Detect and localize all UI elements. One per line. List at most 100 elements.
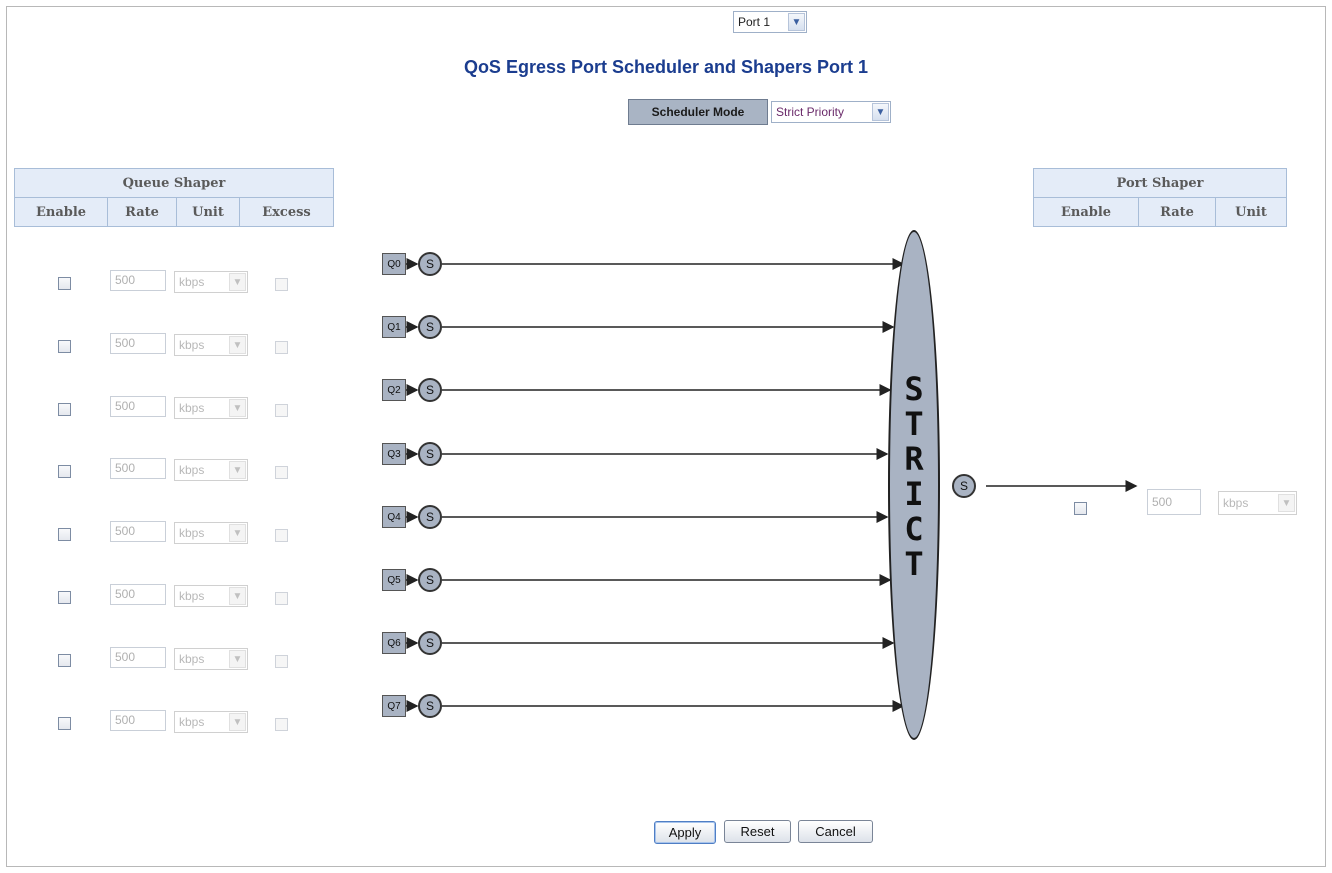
port-select-value: Port 1 (738, 15, 771, 29)
queue-rate-input[interactable]: 500 (110, 584, 166, 605)
chevron-down-icon: ▼ (229, 461, 246, 479)
queue-excess-checkbox[interactable] (275, 529, 288, 542)
queue-scheduler-circle: S (418, 315, 442, 339)
scheduler-mode-select[interactable]: Strict Priority ▼ (771, 101, 891, 123)
queue-enable-checkbox[interactable] (58, 340, 71, 353)
col-enable: Enable (14, 197, 108, 227)
queue-enable-checkbox[interactable] (58, 528, 71, 541)
queue-unit-value: kbps (179, 589, 205, 603)
port-select[interactable]: Port 1 ▼ (733, 11, 807, 33)
scheduler-mode-label: Scheduler Mode (628, 99, 768, 125)
queue-scheduler-circle: S (418, 505, 442, 529)
port-shaper-rate-input[interactable]: 500 (1147, 489, 1201, 515)
queue-label: Q2 (382, 379, 406, 401)
queue-scheduler-circle: S (418, 378, 442, 402)
col-rate: Rate (1138, 197, 1216, 227)
col-excess: Excess (239, 197, 334, 227)
queue-rate-input[interactable]: 500 (110, 333, 166, 354)
queue-shaper-table: Queue Shaper Enable Rate Unit Excess (14, 168, 334, 227)
queue-enable-checkbox[interactable] (58, 591, 71, 604)
queue-rate-input[interactable]: 500 (110, 270, 166, 291)
queue-shaper-header: Queue Shaper (14, 168, 334, 198)
queue-unit-value: kbps (179, 401, 205, 415)
queue-unit-value: kbps (179, 652, 205, 666)
queue-unit-value: kbps (179, 463, 205, 477)
queue-scheduler-circle: S (418, 442, 442, 466)
chevron-down-icon: ▼ (229, 524, 246, 542)
queue-unit-value: kbps (179, 275, 205, 289)
queue-scheduler-circle: S (418, 568, 442, 592)
queue-unit-select[interactable]: kbps ▼ (174, 459, 248, 481)
queue-excess-checkbox[interactable] (275, 466, 288, 479)
page-title: QoS Egress Port Scheduler and Shapers Po… (463, 57, 869, 77)
port-shaper-enable-checkbox[interactable] (1074, 502, 1087, 515)
queue-unit-value: kbps (179, 338, 205, 352)
chevron-down-icon: ▼ (1278, 494, 1295, 512)
queue-unit-value: kbps (179, 526, 205, 540)
apply-button[interactable]: Apply (654, 821, 716, 844)
queue-unit-select[interactable]: kbps ▼ (174, 522, 248, 544)
queue-excess-checkbox[interactable] (275, 278, 288, 291)
queue-label: Q1 (382, 316, 406, 338)
queue-rate-input[interactable]: 500 (110, 647, 166, 668)
chevron-down-icon: ▼ (229, 273, 246, 291)
scheduler-mode-value: Strict Priority (776, 105, 845, 119)
strict-letter: S (904, 370, 924, 408)
queue-label: Q6 (382, 632, 406, 654)
chevron-down-icon: ▼ (229, 399, 246, 417)
queue-label: Q4 (382, 506, 406, 528)
queue-scheduler-circle: S (418, 252, 442, 276)
queue-unit-select[interactable]: kbps ▼ (174, 334, 248, 356)
strict-letter: R (904, 440, 924, 478)
queue-enable-checkbox[interactable] (58, 654, 71, 667)
queue-excess-checkbox[interactable] (275, 655, 288, 668)
strict-letter: T (904, 405, 924, 443)
chevron-down-icon: ▼ (788, 13, 805, 31)
cancel-button[interactable]: Cancel (798, 820, 873, 843)
queue-excess-checkbox[interactable] (275, 718, 288, 731)
port-shaper-unit-select[interactable]: kbps ▼ (1218, 491, 1297, 515)
col-unit: Unit (176, 197, 240, 227)
queue-unit-select[interactable]: kbps ▼ (174, 397, 248, 419)
queue-label: Q5 (382, 569, 406, 591)
queue-unit-select[interactable]: kbps ▼ (174, 271, 248, 293)
chevron-down-icon: ▼ (229, 650, 246, 668)
queue-excess-checkbox[interactable] (275, 341, 288, 354)
queue-scheduler-circle: S (418, 631, 442, 655)
queue-rate-input[interactable]: 500 (110, 521, 166, 542)
queue-label: Q0 (382, 253, 406, 275)
queue-excess-checkbox[interactable] (275, 592, 288, 605)
queue-enable-checkbox[interactable] (58, 403, 71, 416)
col-unit: Unit (1215, 197, 1287, 227)
queue-label: Q3 (382, 443, 406, 465)
strict-scheduler-ellipse (888, 230, 940, 740)
reset-button[interactable]: Reset (724, 820, 791, 843)
queue-unit-select[interactable]: kbps ▼ (174, 711, 248, 733)
queue-enable-checkbox[interactable] (58, 717, 71, 730)
queue-unit-select[interactable]: kbps ▼ (174, 648, 248, 670)
queue-rate-input[interactable]: 500 (110, 458, 166, 479)
queue-excess-checkbox[interactable] (275, 404, 288, 417)
strict-letter: C (904, 510, 924, 548)
chevron-down-icon: ▼ (229, 713, 246, 731)
port-shaper-table: Port Shaper Enable Rate Unit (1033, 168, 1287, 227)
port-shaper-unit-value: kbps (1223, 496, 1249, 510)
queue-scheduler-circle: S (418, 694, 442, 718)
chevron-down-icon: ▼ (229, 587, 246, 605)
chevron-down-icon: ▼ (872, 103, 889, 121)
strict-letter: I (904, 475, 924, 513)
queue-enable-checkbox[interactable] (58, 277, 71, 290)
col-rate: Rate (107, 197, 177, 227)
queue-label: Q7 (382, 695, 406, 717)
queue-unit-select[interactable]: kbps ▼ (174, 585, 248, 607)
chevron-down-icon: ▼ (229, 336, 246, 354)
queue-rate-input[interactable]: 500 (110, 396, 166, 417)
port-scheduler-circle: S (952, 474, 976, 498)
col-enable: Enable (1033, 197, 1139, 227)
queue-rate-input[interactable]: 500 (110, 710, 166, 731)
queue-enable-checkbox[interactable] (58, 465, 71, 478)
strict-letter: T (904, 545, 924, 583)
queue-unit-value: kbps (179, 715, 205, 729)
